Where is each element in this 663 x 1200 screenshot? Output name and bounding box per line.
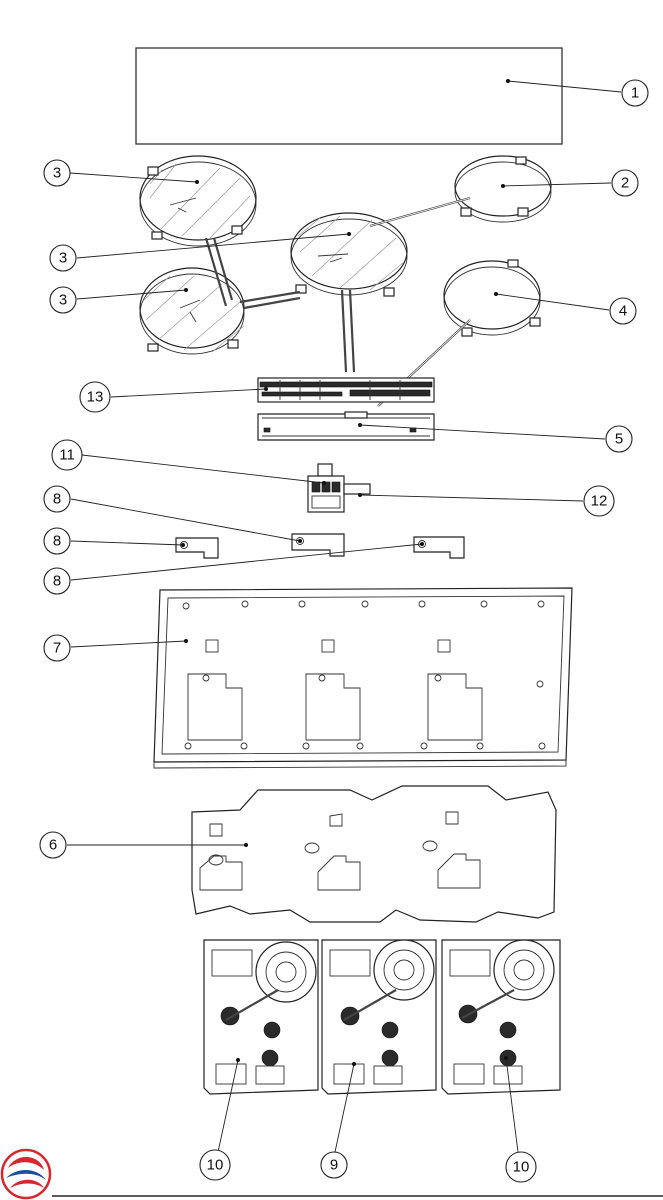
callout-3-lower-label: 3 [59, 292, 67, 309]
callout-1: 1 [621, 79, 649, 107]
callout-10-right-label: 10 [513, 1159, 530, 1176]
callout-3-top-label: 3 [53, 165, 61, 182]
induction-coil-right [454, 155, 552, 223]
brand-swirl-logo [0, 1148, 52, 1200]
terminal-block [307, 463, 371, 513]
control-housing [257, 411, 435, 441]
bracket-right [413, 536, 465, 559]
induction-coil-center [290, 212, 408, 297]
callout-8-lower-label: 8 [53, 573, 61, 590]
leader-lines [67, 79, 622, 1153]
power-board-left [203, 939, 319, 1095]
callout-11: 11 [51, 439, 83, 471]
induction-coil-bottom-left [139, 267, 245, 355]
callout-3-top: 3 [43, 159, 71, 187]
callout-3-center: 3 [49, 244, 77, 272]
induction-coil-top-left [139, 155, 257, 247]
induction-coil-lower-right [443, 259, 541, 337]
power-board-right [441, 939, 561, 1095]
callout-3-lower: 3 [49, 286, 77, 314]
callout-11-label: 11 [59, 447, 75, 464]
callout-12-label: 12 [591, 493, 608, 510]
callout-9-label: 9 [330, 1157, 338, 1174]
callout-10-right: 10 [505, 1151, 537, 1183]
callout-4-label: 4 [619, 303, 627, 320]
insulation-sheet [191, 785, 557, 923]
callout-5-label: 5 [615, 431, 623, 448]
control-panel-board [257, 377, 435, 403]
callout-10-left: 10 [199, 1149, 231, 1181]
callout-6-label: 6 [49, 837, 57, 854]
callout-8-middle: 8 [43, 527, 71, 555]
callout-7: 7 [43, 634, 71, 662]
callout-2-label: 2 [621, 175, 629, 192]
callout-6: 6 [39, 831, 67, 859]
callout-13-label: 13 [87, 389, 104, 406]
callout-9: 9 [320, 1151, 348, 1179]
bracket-middle [291, 533, 345, 557]
callout-4: 4 [609, 297, 637, 325]
callout-3-center-label: 3 [59, 250, 67, 267]
glass-top-panel [135, 47, 563, 145]
callout-13: 13 [79, 381, 111, 413]
callout-1-label: 1 [631, 85, 639, 102]
base-tray [153, 587, 573, 769]
callout-8-middle-label: 8 [53, 533, 61, 550]
callout-2: 2 [611, 169, 639, 197]
bracket-left [175, 537, 219, 559]
coil-wiring [204, 196, 471, 407]
callout-8-upper-label: 8 [53, 491, 61, 508]
callout-8-lower: 8 [43, 567, 71, 595]
callout-10-left-label: 10 [207, 1157, 224, 1174]
callout-8-upper: 8 [43, 485, 71, 513]
callout-7-label: 7 [53, 640, 61, 657]
callout-5: 5 [605, 425, 633, 453]
callout-12: 12 [583, 485, 615, 517]
power-board-middle [321, 939, 437, 1095]
